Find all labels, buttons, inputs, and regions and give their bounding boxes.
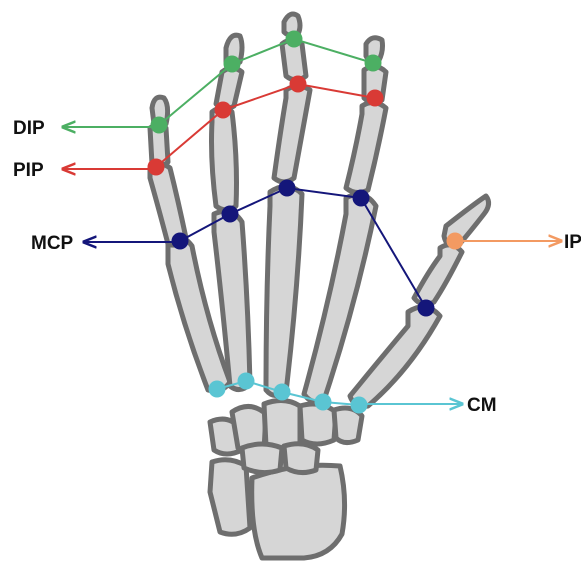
cm-joint-4	[315, 394, 332, 411]
pip-label: PIP	[13, 160, 44, 181]
ip-label: IP	[564, 232, 581, 253]
cm-label: CM	[467, 395, 497, 416]
pip-joint-ring	[215, 102, 232, 119]
mcp-joint-little	[172, 233, 189, 250]
carpal-bone-7	[284, 444, 318, 473]
mcp-joint-index	[353, 190, 370, 207]
cm-joint-1	[209, 381, 226, 398]
pip-joint-little	[148, 159, 165, 176]
metacarpal-middle	[266, 186, 302, 395]
phalanx-middle-proximal	[274, 86, 310, 182]
mcp-joint-ring	[222, 206, 239, 223]
pip-joint-index	[367, 90, 384, 107]
dip-joints	[151, 31, 382, 134]
phalanx-ring-proximal	[212, 108, 237, 210]
carpal-bone-6	[242, 444, 282, 473]
pip-joint-line	[156, 84, 375, 167]
cm-joint-5	[351, 397, 368, 414]
dip-joint-index	[365, 55, 382, 72]
mcp-joint-thumb	[418, 300, 435, 317]
cm-joint-2	[238, 373, 255, 390]
ulna-bone	[210, 460, 250, 535]
dip-joint-ring	[224, 56, 241, 73]
pip-joint-middle	[290, 76, 307, 93]
phalanx-index-proximal	[346, 102, 386, 192]
dip-joint-little	[151, 117, 168, 134]
phalanx-thumb-proximal	[414, 245, 462, 304]
radius-bone	[252, 465, 345, 558]
carpal-bone-4	[300, 404, 336, 444]
pip-joints	[148, 76, 384, 176]
dip-label: DIP	[13, 118, 45, 139]
mcp-label: MCP	[31, 233, 74, 254]
metacarpal-thumb	[350, 307, 440, 406]
dip-joint-middle	[286, 31, 303, 48]
ip-joint-thumb	[447, 233, 464, 250]
mcp-joint-middle	[279, 180, 296, 197]
cm-joint-3	[274, 384, 291, 401]
hand-skeleton	[150, 14, 489, 558]
metacarpal-index	[304, 194, 376, 402]
dip-joint-line	[159, 39, 373, 125]
